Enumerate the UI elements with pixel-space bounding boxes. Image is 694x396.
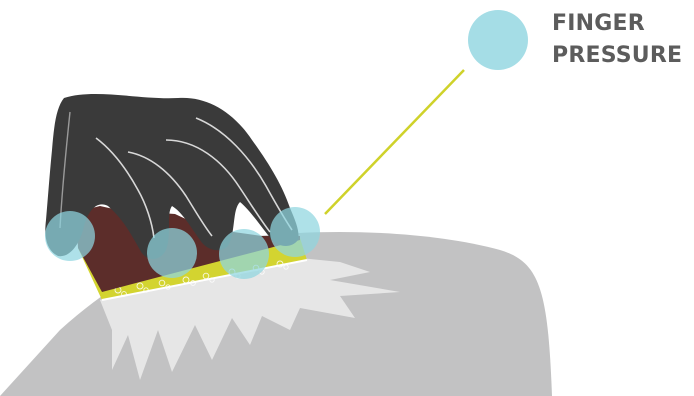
- pressure-point-icon: [45, 211, 95, 261]
- callout-label-line1: FINGER: [552, 8, 682, 40]
- callout-label-line2: PRESSURE: [552, 40, 682, 72]
- callout-pressure-icon: [468, 10, 528, 70]
- callout-leader-line: [325, 70, 464, 214]
- callout-label: FINGER PRESSURE: [552, 8, 682, 72]
- pressure-point-icon: [147, 228, 197, 278]
- pressure-point-icon: [270, 207, 320, 257]
- pressure-point-icon: [219, 229, 269, 279]
